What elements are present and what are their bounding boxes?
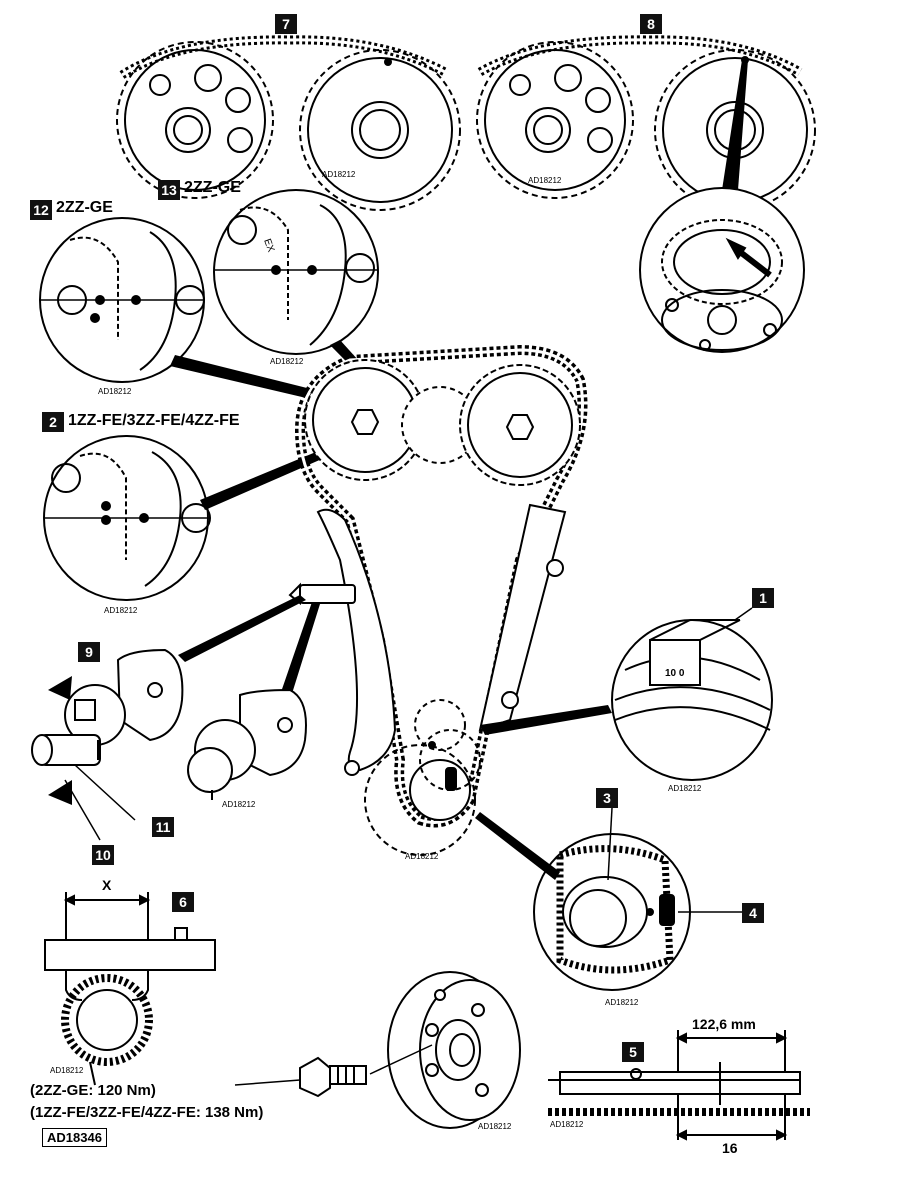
- ref-code-13: AD18212: [270, 357, 304, 366]
- tensioner-guide: [316, 508, 397, 772]
- magnified-13: [213, 189, 379, 355]
- callout-5: 5: [622, 1042, 644, 1062]
- callout-1: 1: [752, 588, 774, 608]
- callout-8: 8: [640, 14, 662, 34]
- crank-pulley: [387, 971, 521, 1129]
- callout-4: 4: [742, 903, 764, 923]
- callout-12: 12: [30, 200, 52, 220]
- ref-code-5: AD18212: [550, 1120, 584, 1129]
- callout-2: 2: [42, 412, 64, 432]
- callout-3: 3: [596, 788, 618, 808]
- label-2zz-ge-13: 2ZZ-GE: [184, 179, 241, 196]
- ref-code-pulley: AD18212: [478, 1122, 512, 1131]
- pointer-8: [722, 60, 748, 190]
- ref-code-3-4: AD18212: [605, 998, 639, 1007]
- measure-bottom-label: 16: [722, 1140, 738, 1156]
- pointer-plunger-2: [280, 602, 320, 700]
- label-2zz-ge-12: 2ZZ-GE: [56, 199, 113, 216]
- pulley-bolt: [299, 1056, 367, 1098]
- cam-view-8: [476, 35, 816, 211]
- magnified-2: [43, 435, 211, 601]
- fixed-guide: [478, 503, 567, 732]
- torque-1zz: (1ZZ-FE/3ZZ-FE/4ZZ-FE: 138 Nm): [30, 1104, 264, 1121]
- ref-code-12: AD18212: [98, 387, 132, 396]
- ref-code-2: AD18212: [104, 606, 138, 615]
- calliper-x-label: X: [102, 877, 112, 893]
- pointer-plunger: [178, 595, 306, 662]
- calliper-6: [44, 892, 216, 1086]
- magnified-12: [39, 217, 205, 383]
- callout-6: 6: [172, 892, 194, 912]
- callout-13: 13: [158, 180, 180, 200]
- magnified-1: [611, 619, 773, 781]
- pointer-1: [480, 705, 612, 735]
- crank-sprocket: [364, 699, 481, 856]
- pointer-3-4: [475, 812, 560, 880]
- ref-code-1: AD18212: [668, 784, 702, 793]
- ref-code-8: AD18212: [528, 176, 562, 185]
- ref-code-main: AD18212: [405, 852, 439, 861]
- tensioner-assembly-2: [187, 688, 307, 800]
- torque-2zz: (2ZZ-GE: 120 Nm): [30, 1082, 156, 1099]
- tensioner-assembly-9: [31, 648, 184, 766]
- magnified-3-4: [533, 833, 691, 991]
- cam-view-7: [116, 35, 461, 211]
- cam-sprockets: [304, 359, 581, 486]
- callout-7: 7: [275, 14, 297, 34]
- label-1zz: 1ZZ-FE/3ZZ-FE/4ZZ-FE: [68, 412, 240, 429]
- sprocket-marks: 10 0: [665, 668, 685, 679]
- callout-11: 11: [152, 817, 174, 837]
- timing-chain: [294, 344, 588, 828]
- ref-code-6: AD18212: [50, 1066, 84, 1075]
- ref-code-7: AD18212: [322, 170, 356, 179]
- callout-10: 10: [92, 845, 114, 865]
- arrow-in-bottom: [48, 780, 72, 805]
- ref-code-tensioner: AD18212: [222, 800, 256, 809]
- measure-top-label: 122,6 mm: [692, 1016, 756, 1032]
- arrow-in-top: [48, 676, 72, 700]
- figure-code: AD18346: [42, 1128, 107, 1147]
- callout-9: 9: [78, 642, 100, 662]
- magnified-cam-sprocket: [639, 187, 805, 353]
- measure-5: [548, 1030, 810, 1141]
